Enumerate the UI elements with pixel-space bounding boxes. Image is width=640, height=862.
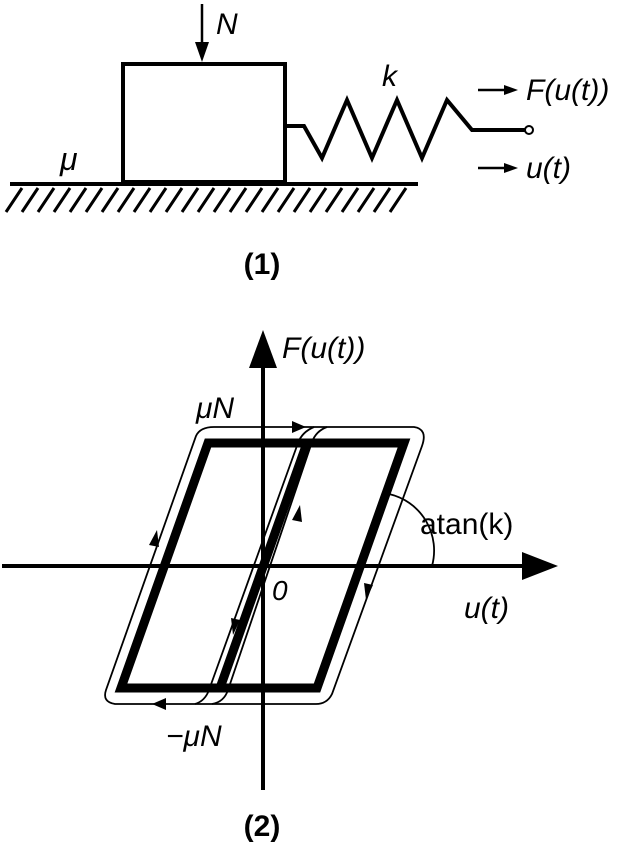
trajectory-inner-loading [211, 426, 328, 705]
force-arrow [478, 85, 518, 95]
virgin-loading-branch [215, 441, 312, 690]
arrow-inner-up [292, 505, 302, 522]
slope-label-text: atan(k) [420, 508, 513, 541]
displacement-label: u(t) [526, 152, 571, 185]
spring-stiffness-label: k [382, 60, 399, 93]
normal-force-arrow [195, 4, 209, 62]
arrow-left-up [149, 530, 159, 547]
force-label: F(u(t)) [526, 74, 609, 107]
ground-hatching [4, 187, 408, 213]
trajectory-direction-arrows [149, 421, 373, 710]
arrow-inner-down [231, 618, 240, 635]
panel-2-hysteresis-plot: atan(k) F(u(t)) u(t) 0 μN −μN (2) [2, 330, 558, 843]
arrow-bottom-left [152, 698, 166, 710]
normal-force-label: N [216, 8, 238, 41]
hysteresis-loop-outer [114, 438, 411, 693]
trajectory-inner-unloading [194, 426, 315, 705]
displacement-arrow [478, 163, 518, 173]
trajectory-thin-loop [104, 426, 425, 705]
spring-end-terminal [524, 125, 534, 135]
slope-label: atan(k) [420, 508, 513, 541]
arrow-right-down [364, 583, 373, 600]
panel-1-mechanical-model: N μ k F(u(t)) u(t) (1) [4, 4, 609, 281]
slope-angle-arc [388, 493, 435, 567]
x-axis-label: u(t) [464, 592, 509, 625]
lower-level-label: −μN [166, 720, 222, 753]
origin-label: 0 [272, 575, 288, 606]
arrow-top-right [292, 421, 306, 433]
y-axis-label: F(u(t)) [282, 332, 365, 365]
mass-block [121, 62, 287, 184]
panel-2-caption: (2) [244, 810, 281, 843]
upper-level-label: μN [195, 392, 234, 425]
friction-coefficient-label: μ [59, 141, 78, 177]
spring [285, 94, 525, 164]
panel-1-caption: (1) [244, 248, 281, 281]
